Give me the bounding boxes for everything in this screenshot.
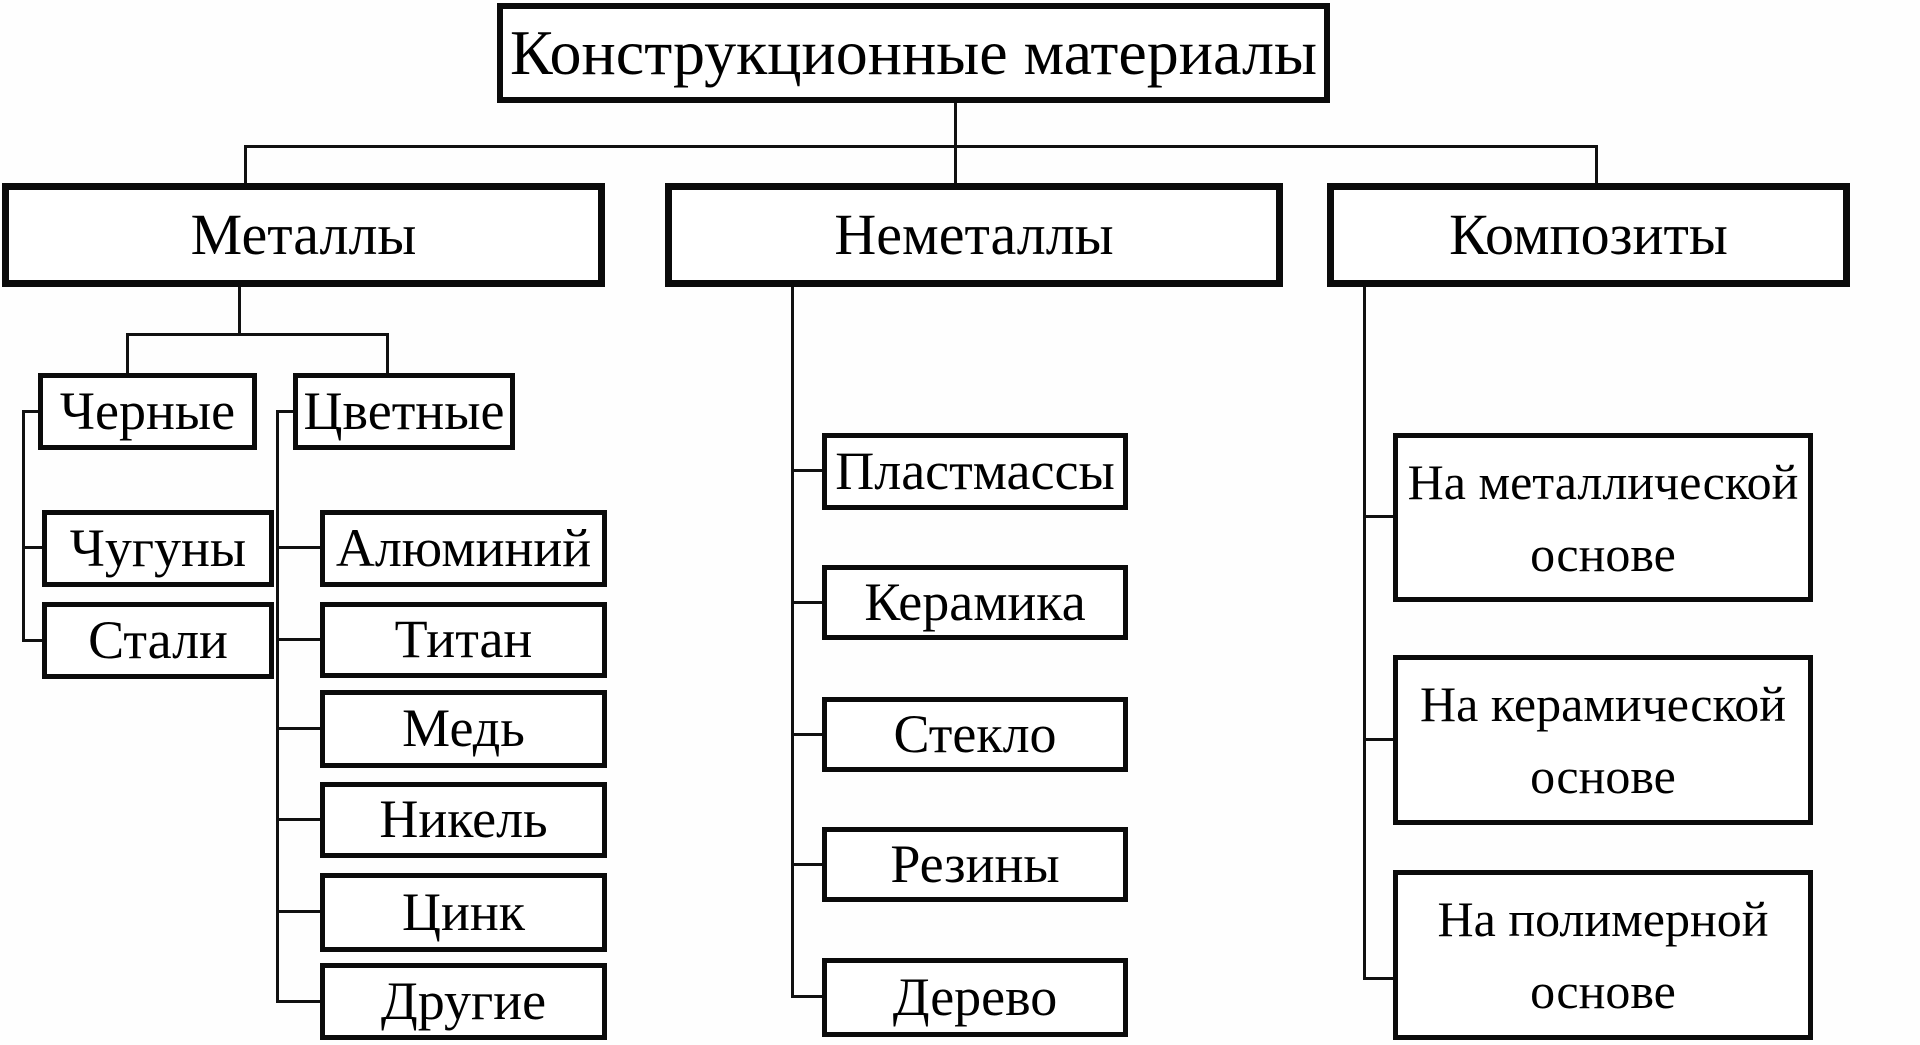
connector-nonferrous-trunk [276, 410, 279, 1003]
connector-ferrous-trunk [22, 410, 25, 642]
node-metal-matrix: На металлической основе [1393, 433, 1813, 602]
connector-stub-steels [22, 639, 44, 642]
connector-stub-copper [276, 727, 322, 730]
node-wood: Дерево [822, 958, 1128, 1037]
node-aluminum: Алюминий [320, 510, 607, 587]
node-polymer-matrix: На полимерной основе [1393, 870, 1813, 1040]
node-copper: Медь [320, 690, 607, 768]
node-root: Конструкционные материалы [497, 3, 1330, 103]
connector-stub-metal-matrix [1363, 515, 1395, 518]
connector-drop-ferrous [126, 333, 129, 375]
connector-drop-nonferrous [386, 333, 389, 375]
connector-root-bus [245, 145, 1598, 148]
node-rubbers: Резины [822, 827, 1128, 902]
connector-stub-wood [791, 995, 824, 998]
connector-stub-rubbers [791, 863, 824, 866]
node-nonferrous: Цветные [293, 373, 515, 450]
connector-nonmetals-trunk [791, 287, 794, 998]
connector-stub-aluminum [276, 546, 322, 549]
connector-stub-ceramics [791, 601, 824, 604]
connector-stub-others [276, 1000, 322, 1003]
connector-stub-nickel [276, 818, 322, 821]
connector-stub-plastics [791, 469, 824, 472]
node-glass: Стекло [822, 697, 1128, 772]
connector-ferrous-stub [22, 410, 40, 413]
node-ferrous: Черные [38, 373, 257, 450]
node-steels: Стали [42, 602, 274, 679]
node-others: Другие [320, 963, 607, 1040]
node-composites: Композиты [1327, 183, 1850, 287]
node-ceramic-matrix: На керамической основе [1393, 655, 1813, 825]
connector-stub-titanium [276, 638, 322, 641]
connector-stub-ceramic-matrix [1363, 738, 1395, 741]
connector-drop-composites [1595, 145, 1598, 185]
connector-metals-splitbar [126, 333, 389, 336]
node-metals: Металлы [2, 183, 605, 287]
connector-stub-polymer-matrix [1363, 977, 1395, 980]
connector-nonferrous-stub [276, 410, 295, 413]
node-titanium: Титан [320, 602, 607, 678]
connector-root-riser [954, 103, 957, 185]
node-plastics: Пластмассы [822, 433, 1128, 510]
node-zinc: Цинк [320, 873, 607, 952]
connector-stub-cast-irons [22, 546, 44, 549]
node-ceramics: Керамика [822, 565, 1128, 640]
node-nonmetals: Неметаллы [665, 183, 1283, 287]
connector-drop-metals [244, 145, 247, 185]
node-nickel: Никель [320, 782, 607, 858]
connector-stub-zinc [276, 910, 322, 913]
connector-stub-glass [791, 733, 824, 736]
connector-metals-riser [238, 285, 241, 335]
connector-composites-trunk [1363, 287, 1366, 980]
node-cast-irons: Чугуны [42, 510, 274, 587]
